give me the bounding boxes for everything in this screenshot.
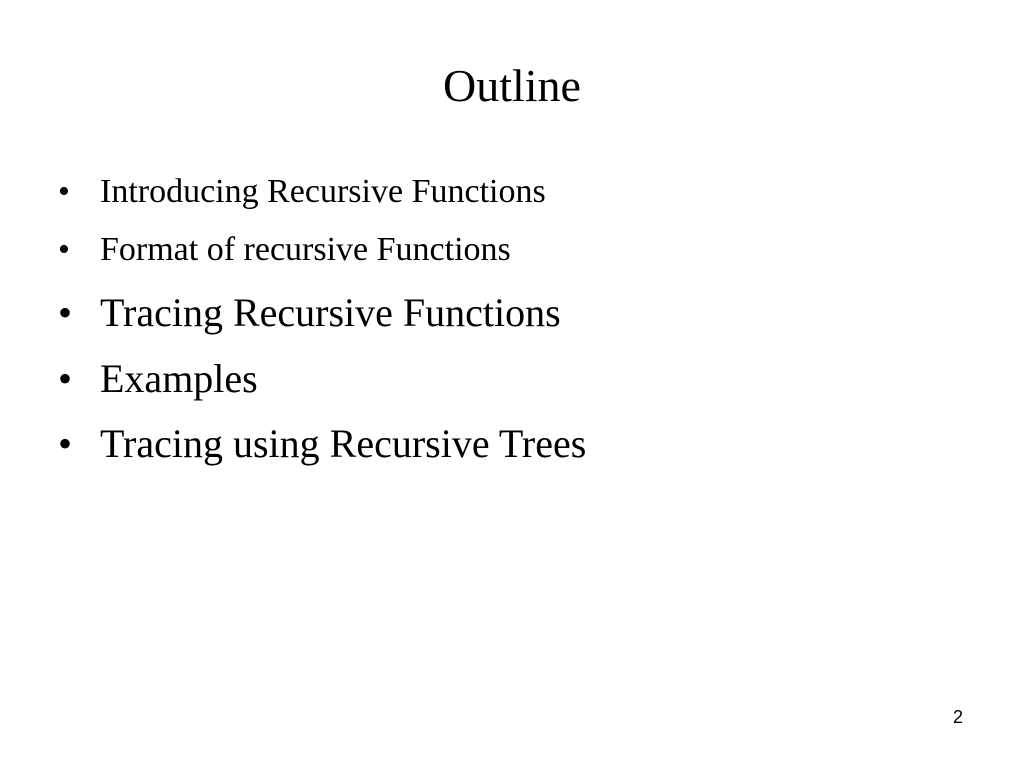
bullet-text: Introducing Recursive Functions <box>100 173 546 210</box>
bullet-dot: • <box>58 290 73 335</box>
bullet-text: Tracing Recursive Functions <box>100 290 561 335</box>
page-number: 2 <box>952 707 963 727</box>
bullet-text: Examples <box>100 356 258 401</box>
bullet-item: • Examples <box>58 355 258 403</box>
slide-title: Outline <box>443 60 581 111</box>
bullet-text: Format of recursive Functions <box>100 231 511 268</box>
bullet-dot: • <box>58 173 70 210</box>
bullet-item: • Introducing Recursive Functions <box>58 172 546 212</box>
bullet-item: • Format of recursive Functions <box>58 230 511 270</box>
bullet-dot: • <box>58 231 70 268</box>
bullet-item: • Tracing Recursive Functions <box>58 289 561 337</box>
bullet-dot: • <box>58 356 73 401</box>
bullet-dot: • <box>58 421 73 466</box>
bullet-item: • Tracing using Recursive Trees <box>58 420 586 468</box>
bullet-text: Tracing using Recursive Trees <box>100 421 587 466</box>
